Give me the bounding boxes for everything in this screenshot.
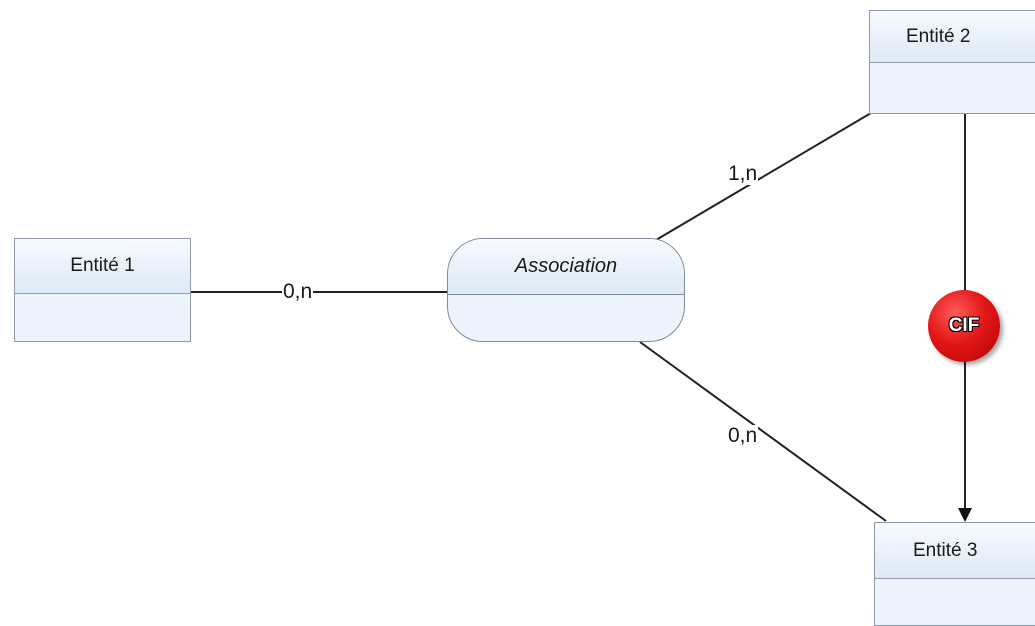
entity-2-title: Entité 2 [870, 11, 1035, 63]
entity-1[interactable]: Entité 1 [14, 238, 191, 342]
association[interactable]: Association [447, 238, 685, 342]
entity-1-attributes [15, 294, 190, 341]
entity-3-title: Entité 3 [875, 523, 1035, 579]
entity-3-attributes [875, 579, 1035, 625]
entity-3[interactable]: Entité 3 [874, 522, 1035, 626]
cardinality-entity-2: 1,n [727, 162, 759, 185]
link-entity3-association[interactable] [639, 341, 887, 522]
entity-2[interactable]: Entité 2 [869, 10, 1035, 114]
cardinality-entity-3: 0,n [727, 424, 759, 447]
link-entity2-association[interactable] [655, 112, 872, 241]
association-title: Association [448, 239, 684, 295]
entity-1-title: Entité 1 [15, 239, 190, 294]
entity-2-attributes [870, 63, 1035, 113]
arrow-head [958, 508, 972, 522]
cif-label: CIF [948, 315, 980, 336]
cif-constraint[interactable]: CIF [928, 290, 1000, 362]
cardinality-entity-1: 0,n [282, 280, 314, 303]
